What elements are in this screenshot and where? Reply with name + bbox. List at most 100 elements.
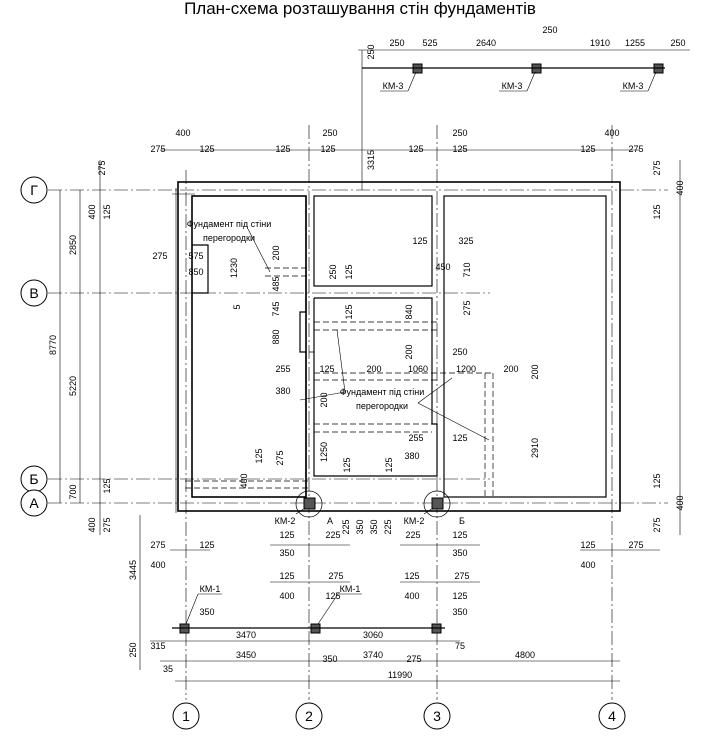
dim-text: 200 bbox=[319, 392, 329, 407]
dim-text: 2640 bbox=[476, 38, 496, 48]
dim-text: 3450 bbox=[236, 650, 256, 660]
dim-text: 1250 bbox=[319, 442, 329, 462]
axis-label-4: 4 bbox=[608, 708, 616, 724]
dim-text: 275 bbox=[152, 251, 167, 261]
dim-text: 400 bbox=[404, 591, 419, 601]
dim-text: 200 bbox=[503, 364, 518, 374]
axis-label-b: Б bbox=[29, 471, 38, 487]
km1-label: КМ-1 bbox=[340, 584, 361, 594]
axis-label-3: 3 bbox=[433, 708, 441, 724]
dim-text: 1200 bbox=[456, 364, 476, 374]
dim-text: 125 bbox=[452, 433, 467, 443]
dim-text: 575 bbox=[188, 251, 203, 261]
dim-text: 4800 bbox=[515, 650, 535, 660]
dim-text: 125 bbox=[408, 144, 423, 154]
outer-wall-outline bbox=[177, 181, 621, 512]
dim-text: 350 bbox=[355, 519, 365, 534]
dim-text: 350 bbox=[322, 654, 337, 664]
axis-bubble-2: 2 bbox=[295, 702, 323, 730]
axis-label-1: 1 bbox=[182, 708, 190, 724]
dim-text: 850 bbox=[188, 267, 203, 277]
dim-text: 525 bbox=[422, 38, 437, 48]
dim-text: 225 bbox=[405, 530, 420, 540]
dim-text: 125 bbox=[279, 571, 294, 581]
dim-text: 400 bbox=[675, 495, 685, 510]
dim-text: 75 bbox=[455, 641, 465, 651]
room-1 bbox=[191, 195, 307, 498]
dim-text: 325 bbox=[458, 236, 473, 246]
dim-text: 125 bbox=[580, 144, 595, 154]
km2-pad bbox=[431, 497, 444, 510]
dim-text: 3445 bbox=[128, 560, 138, 580]
dim-text: 11990 bbox=[388, 670, 412, 680]
dim-text: 380 bbox=[404, 451, 419, 461]
dim-text: 125 bbox=[199, 540, 214, 550]
axis-bubble-g: Г bbox=[20, 176, 48, 204]
dim-text: 450 bbox=[435, 262, 450, 272]
dim-text: 225 bbox=[383, 519, 393, 534]
dim-text: 125 bbox=[320, 144, 335, 154]
axis-bubble-1: 1 bbox=[172, 702, 200, 730]
dim-text: 250 bbox=[452, 128, 467, 138]
dim-text: 880 bbox=[271, 329, 281, 344]
dim-text: 5 bbox=[232, 304, 242, 309]
dim-text: 125 bbox=[404, 571, 419, 581]
km2-label: КМ-2 bbox=[275, 516, 296, 526]
section-circle-a bbox=[295, 490, 323, 518]
dim-text: 350 bbox=[369, 519, 379, 534]
dim-text: 250 bbox=[128, 642, 138, 657]
outer-walls bbox=[177, 181, 621, 512]
dim-text: 200 bbox=[404, 344, 414, 359]
room-3-east bbox=[443, 195, 607, 498]
dim-text: 125 bbox=[384, 457, 394, 472]
pad-foundations bbox=[172, 63, 665, 634]
dim-text: 250 bbox=[366, 44, 376, 59]
dim-text: 125 bbox=[580, 540, 595, 550]
dim-text: 275 bbox=[454, 571, 469, 581]
dim-text: 1255 bbox=[625, 38, 645, 48]
wall-niche bbox=[192, 244, 209, 294]
axis-label-v: В bbox=[29, 285, 38, 301]
dim-text: 5220 bbox=[68, 376, 78, 396]
axis-label-g: Г bbox=[30, 182, 38, 198]
dim-text: 400 bbox=[150, 560, 165, 570]
leader-line bbox=[417, 402, 490, 441]
dim-text: 275 bbox=[150, 540, 165, 550]
dim-text: 125 bbox=[275, 144, 290, 154]
dim-text: 400 bbox=[87, 517, 97, 532]
dim-text: 350 bbox=[279, 548, 294, 558]
dim-text: 200 bbox=[271, 245, 281, 260]
partition-note-line2: перегородки bbox=[203, 233, 255, 243]
dim-text: 275 bbox=[462, 300, 472, 315]
dim-text: 275 bbox=[406, 654, 421, 664]
dim-text: 400 bbox=[87, 204, 97, 219]
dim-text: 3740 bbox=[363, 650, 383, 660]
dim-text: 400 bbox=[604, 128, 619, 138]
dim-text: 350 bbox=[199, 607, 214, 617]
dim-text: 225 bbox=[341, 519, 351, 534]
dim-text: 125 bbox=[652, 473, 662, 488]
dim-text: 250 bbox=[452, 347, 467, 357]
dim-text: 400 bbox=[580, 560, 595, 570]
dim-text: 400 bbox=[239, 473, 249, 488]
dimension-lines bbox=[59, 49, 690, 682]
leader-line bbox=[417, 377, 453, 404]
dim-text: 400 bbox=[175, 128, 190, 138]
dim-text: 125 bbox=[279, 530, 294, 540]
section-label-b: Б bbox=[459, 516, 465, 526]
dim-text: 125 bbox=[344, 264, 354, 279]
dim-text: 8770 bbox=[48, 335, 58, 355]
room-2-north bbox=[313, 195, 433, 287]
room-2-south bbox=[313, 297, 438, 477]
dim-text: 1060 bbox=[408, 364, 428, 374]
dim-text: 745 bbox=[271, 301, 281, 316]
axis-bubble-v: В bbox=[20, 279, 48, 307]
km3-label: КМ-3 bbox=[502, 81, 523, 91]
axis-bubble-a: А bbox=[20, 489, 48, 517]
axis-lines bbox=[48, 125, 668, 700]
leader-lines bbox=[247, 228, 490, 441]
dim-text: 250 bbox=[389, 38, 404, 48]
dim-text: 275 bbox=[150, 144, 165, 154]
dim-text: 710 bbox=[462, 262, 472, 277]
dim-text: 275 bbox=[628, 540, 643, 550]
